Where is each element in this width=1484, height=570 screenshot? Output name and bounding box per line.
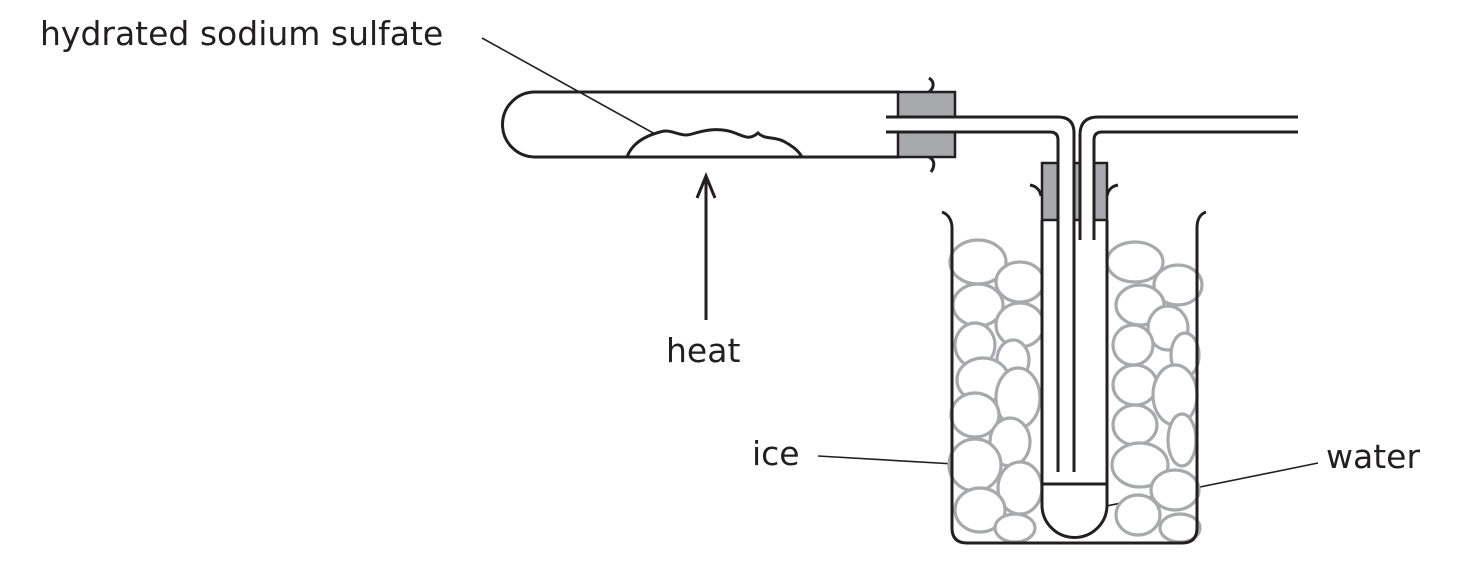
- ice-cubes: [947, 238, 1204, 544]
- label-water: water: [1326, 437, 1420, 476]
- receiving-tube: [1029, 133, 1119, 539]
- leader-ice: [817, 455, 973, 466]
- beaker: [941, 210, 1207, 545]
- solid-sample: [625, 128, 804, 158]
- stopper-left: [1040, 161, 1060, 222]
- leader-solid: [481, 37, 656, 135]
- label-hydrated-sodium-sulfate: hydrated sodium sulfate: [40, 14, 443, 53]
- label-ice: ice: [752, 434, 800, 473]
- heat-arrow-icon: [695, 172, 717, 320]
- label-heat: heat: [666, 331, 740, 370]
- stopper-right: [1092, 161, 1109, 222]
- delivery-tube: [886, 115, 1298, 472]
